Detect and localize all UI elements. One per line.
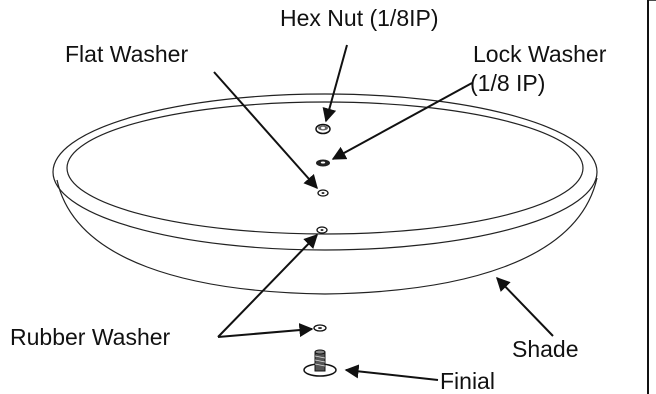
lock-washer-part (316, 159, 330, 167)
shade-bowl (52, 93, 598, 295)
lock-washer-label-line2: (1/8 IP) (470, 70, 545, 96)
finial-part (303, 349, 337, 377)
rubber-washer-arrow-lower (217, 323, 314, 338)
flat-washer-part (317, 189, 329, 197)
hex-nut-arrow (322, 44, 348, 123)
flat-washer-label: Flat Washer (65, 41, 188, 67)
hex-nut-part (315, 123, 331, 135)
leader-arrows (213, 44, 554, 381)
hex-nut-label: Hex Nut (1/8IP) (280, 5, 439, 31)
lock-washer-label-line1: Lock Washer (473, 41, 607, 67)
shade-label: Shade (512, 336, 579, 362)
finial-arrow (344, 364, 439, 381)
flat-washer-arrow (213, 71, 318, 190)
rubber-washer-lower-part (313, 324, 327, 332)
shade-bowl-body (56, 177, 598, 295)
shade-rim-inner (66, 101, 584, 235)
rubber-washer-arrow-upper (217, 233, 318, 338)
rubber-washer-label: Rubber Washer (10, 324, 171, 350)
finial-label: Finial (440, 368, 495, 394)
lock-washer-arrow (331, 82, 473, 160)
shade-rim-outer (52, 93, 598, 251)
shade-arrow (496, 276, 554, 337)
rubber-washer-upper-part (316, 226, 328, 234)
